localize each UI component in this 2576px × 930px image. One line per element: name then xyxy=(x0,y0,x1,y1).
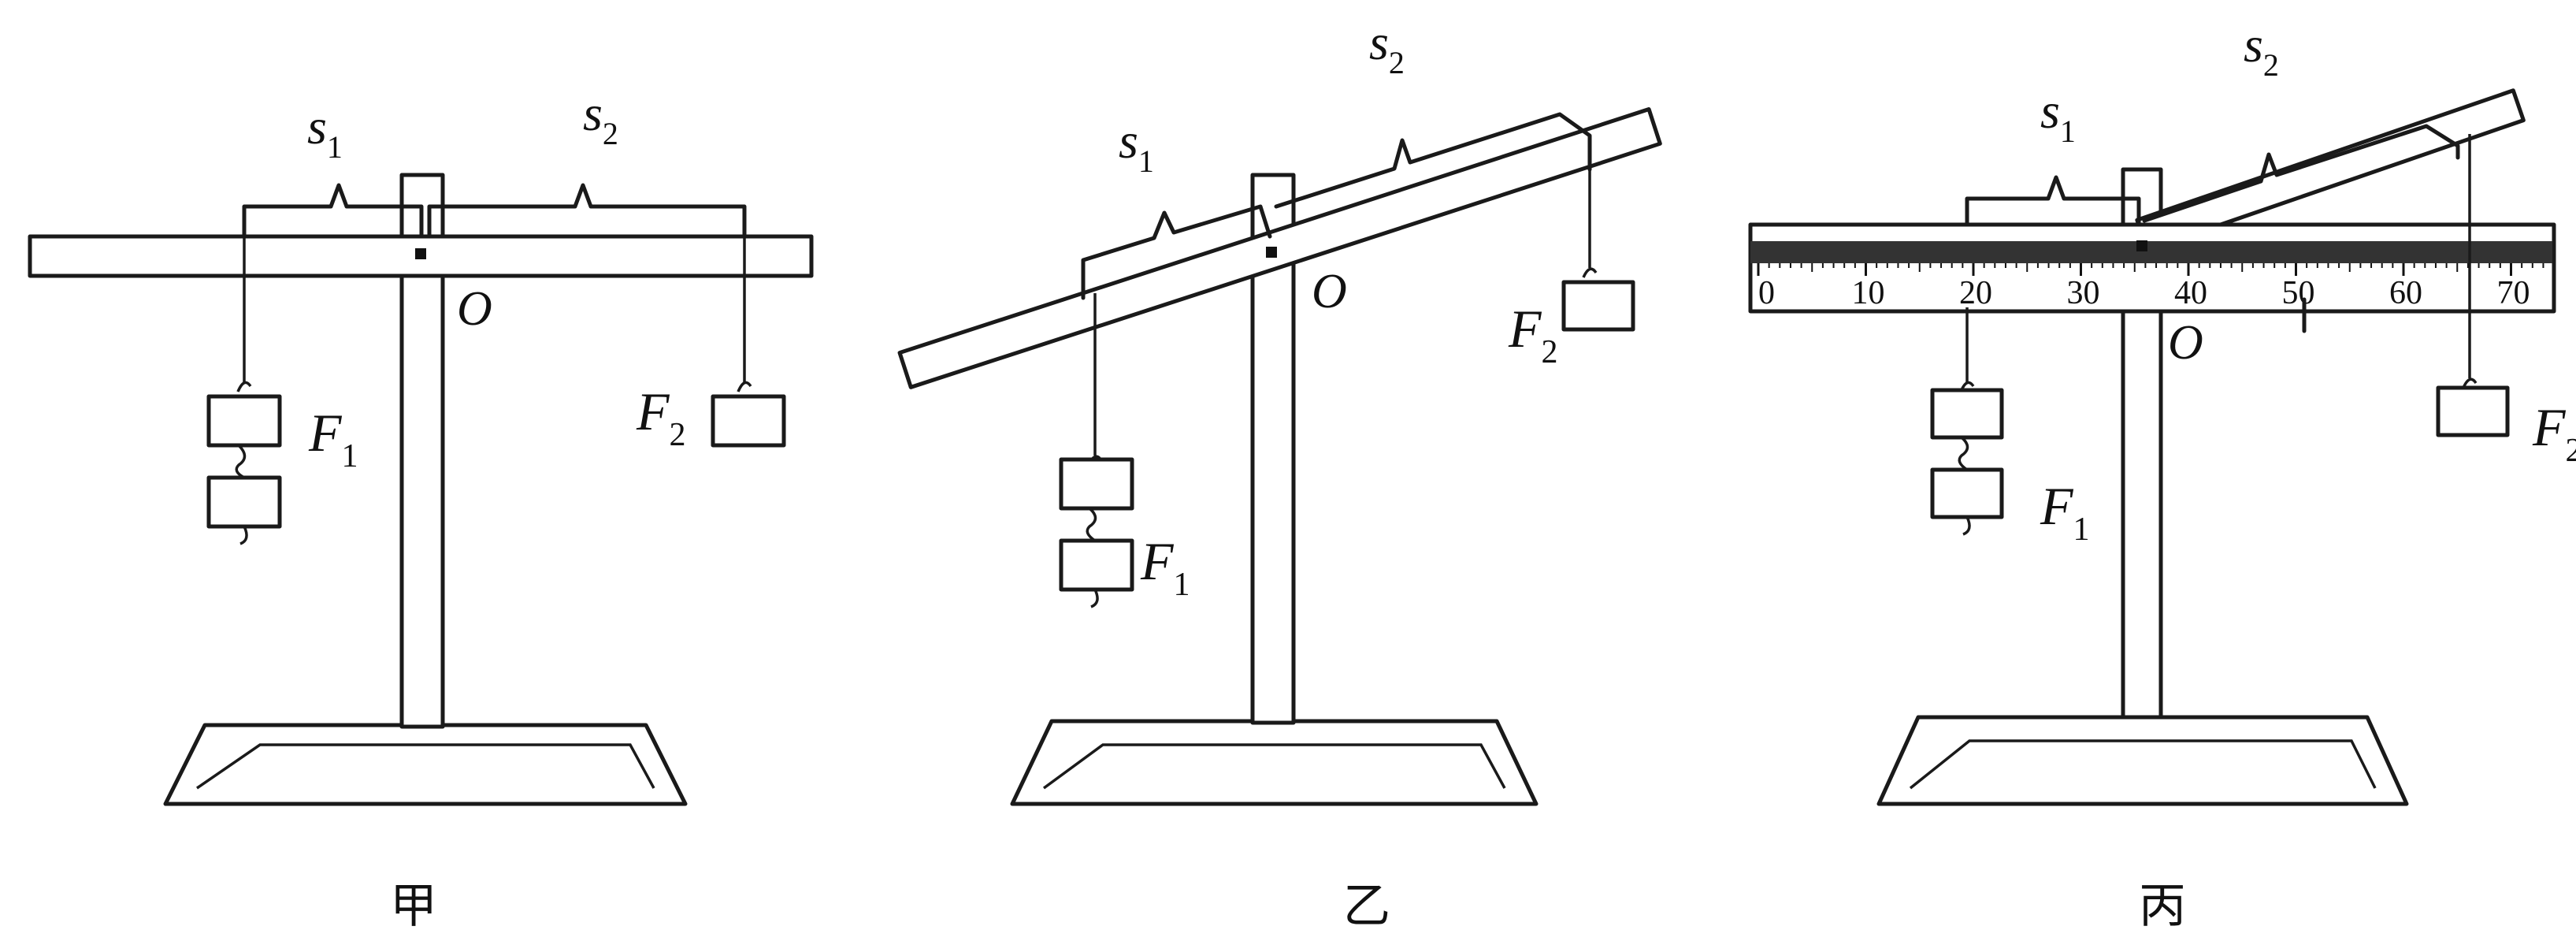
ruler-label: 40 xyxy=(2174,275,2207,311)
caption-yi: 乙 xyxy=(1343,879,1390,930)
figure-yi: s1 s2 O F1 F2 乙 xyxy=(897,14,1662,930)
ruler-label: 50 xyxy=(2282,275,2315,311)
weight-f2 xyxy=(2436,385,2510,437)
ruler-label: 30 xyxy=(2067,275,2100,311)
ruler-label: 0 xyxy=(1758,275,1775,311)
label-s2: s2 xyxy=(583,85,618,151)
hook-f1-end xyxy=(1090,589,1099,608)
ruler-lever xyxy=(1748,222,2556,314)
hook-f2 xyxy=(737,381,752,392)
label-s2: s2 xyxy=(1369,14,1405,80)
brace-s2 xyxy=(427,183,747,239)
label-s1: s1 xyxy=(1119,113,1154,179)
brace-s2 xyxy=(1274,112,1592,209)
hook-f1-end xyxy=(239,526,248,545)
stand-base xyxy=(163,723,688,806)
label-f1: F1 xyxy=(308,403,358,474)
weight-f2 xyxy=(711,394,786,448)
weight-f1-bottom xyxy=(1059,538,1134,592)
base-inner xyxy=(1042,743,1506,790)
base-inner xyxy=(196,743,655,790)
hook-f1-mid xyxy=(1958,436,1969,471)
pivot-pin xyxy=(415,248,426,259)
weight-f1-top xyxy=(1930,388,2004,440)
stand-base xyxy=(1876,715,2409,806)
hook-f2 xyxy=(2462,378,2478,389)
label-f2: F2 xyxy=(636,381,686,453)
pivot-pin xyxy=(1266,247,1277,258)
weight-f1-top xyxy=(1059,457,1134,511)
lever-bar-tilted xyxy=(897,107,1662,389)
weight-f1-bottom xyxy=(206,475,282,529)
figure-jia: s1 s2 O F1 F2 甲 xyxy=(28,85,814,930)
hook-f2 xyxy=(1582,267,1598,278)
label-pivot-o: O xyxy=(2168,316,2203,370)
label-s2: s2 xyxy=(2244,17,2279,83)
ruler-label: 20 xyxy=(1959,275,1992,311)
ruler-label: 70 xyxy=(2497,275,2530,311)
hook-f1-mid xyxy=(235,444,247,479)
label-s1: s1 xyxy=(307,99,343,165)
ruler-label: 10 xyxy=(1852,275,1885,311)
label-pivot-o: O xyxy=(1312,265,1347,318)
hook-f1 xyxy=(236,381,252,392)
label-f2: F2 xyxy=(2532,397,2576,469)
caption-bing: 丙 xyxy=(2139,879,2186,930)
label-f1: F1 xyxy=(1140,531,1190,603)
brace-s1 xyxy=(242,183,424,239)
caption-jia: 甲 xyxy=(390,879,437,930)
brace-s1 xyxy=(1081,204,1272,300)
label-f2: F2 xyxy=(1508,299,1558,370)
weight-f1-bottom xyxy=(1930,467,2004,519)
brace-s1 xyxy=(1965,175,2141,227)
weight-f1-top xyxy=(206,394,282,448)
brace-s2 xyxy=(2142,124,2460,223)
ruler-ticks: 0 10 20 30 40 50 60 70 xyxy=(1757,263,2544,311)
weight-f2 xyxy=(1561,280,1635,332)
ruler-label: 60 xyxy=(2389,275,2422,311)
figure-bing: 0 10 20 30 40 50 60 70 s1 s2 O F1 F2 丙 xyxy=(1748,17,2576,930)
ruler-scale-band xyxy=(1750,241,2552,263)
hook-f1-end xyxy=(1962,516,1971,536)
hook-f1-mid xyxy=(1086,507,1097,542)
label-s1: s1 xyxy=(2040,83,2076,149)
stand-base xyxy=(1010,719,1539,806)
pivot-pin xyxy=(2136,240,2147,251)
label-f1: F1 xyxy=(2040,476,2090,548)
label-pivot-o: O xyxy=(457,282,492,336)
base-inner xyxy=(1909,739,2377,790)
